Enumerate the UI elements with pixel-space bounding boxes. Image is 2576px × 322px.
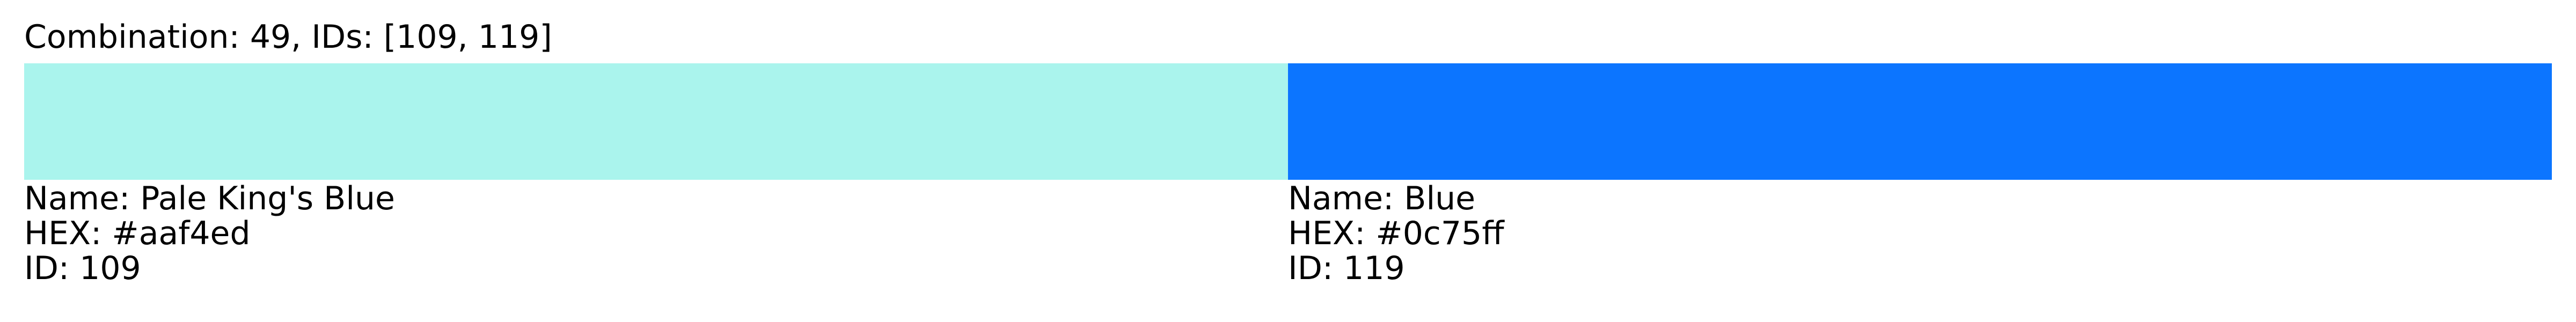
color-info-1: Name: Pale King's Blue HEX: #aaf4ed ID: … — [24, 181, 1288, 286]
color-info-2: Name: Blue HEX: #0c75ff ID: 119 — [1288, 181, 2552, 286]
swatch-row — [24, 63, 2552, 180]
color-swatch-1 — [24, 63, 1288, 180]
color-name-label: Name: Blue — [1288, 180, 1476, 217]
color-swatch-2 — [1288, 63, 2552, 180]
color-info-row: Name: Pale King's Blue HEX: #aaf4ed ID: … — [24, 181, 2552, 286]
color-hex-label: HEX: #0c75ff — [1288, 215, 1504, 252]
combination-title: Combination: 49, IDs: [109, 119] — [24, 18, 552, 56]
color-id-label: ID: 109 — [24, 250, 141, 287]
color-name-label: Name: Pale King's Blue — [24, 180, 395, 217]
color-id-label: ID: 119 — [1288, 250, 1405, 287]
color-hex-label: HEX: #aaf4ed — [24, 215, 251, 252]
